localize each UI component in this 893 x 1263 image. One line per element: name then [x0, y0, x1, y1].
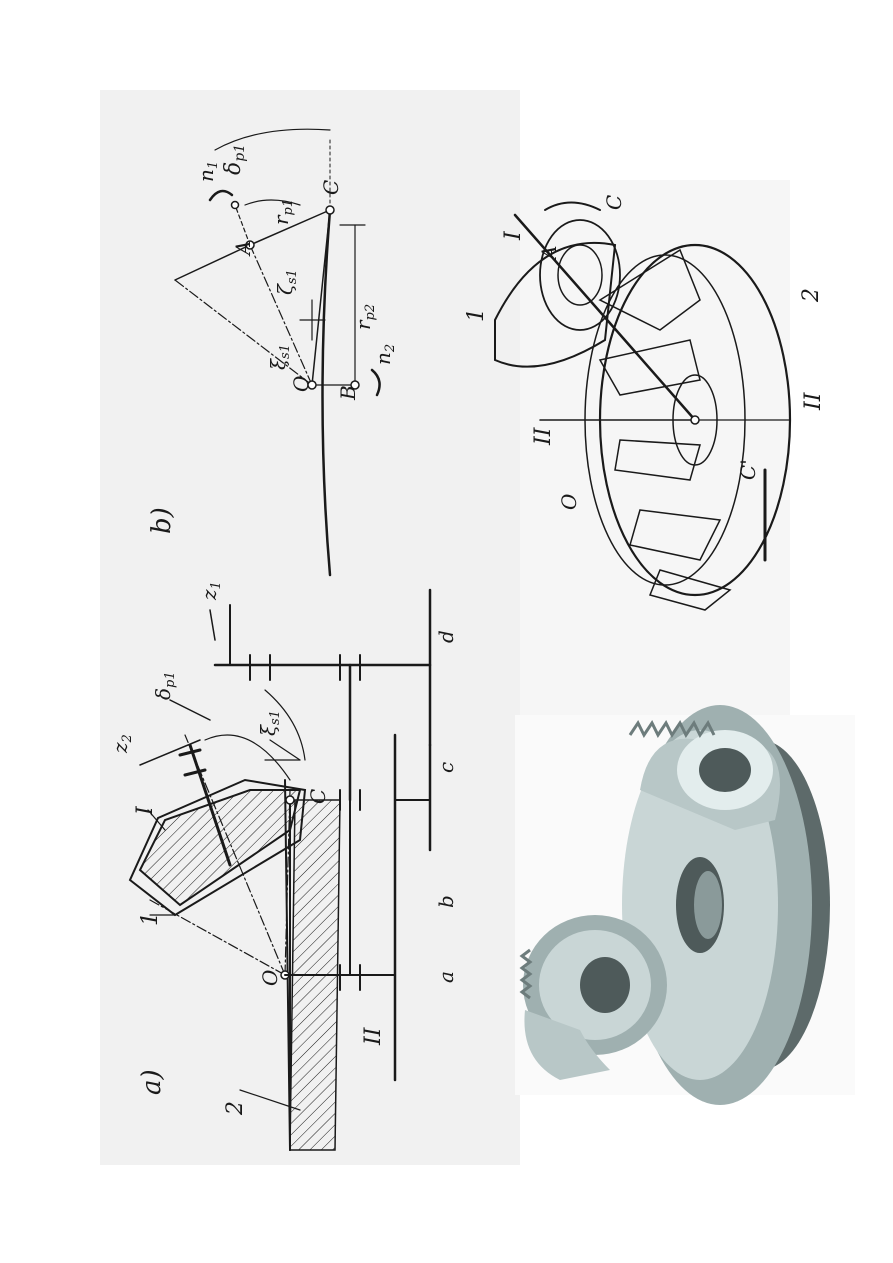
panel-b-label-rp2: rp2	[351, 304, 378, 330]
panel-a-tag: a)	[137, 1069, 167, 1095]
lower-pinion-teeth	[519, 948, 533, 1000]
panel-b-tag: b)	[147, 507, 177, 534]
point-b-marker	[350, 380, 360, 390]
panel-c-label-c-prime: C'	[736, 459, 760, 480]
panel-a-label-bearing-c: c	[434, 762, 458, 773]
panel-a-label-z1: z1	[197, 581, 224, 601]
panel-b-label-o: O	[289, 376, 313, 392]
panel-b-label-rp1: rp1	[269, 199, 296, 225]
panel-a-diagram	[128, 588, 432, 1151]
panel-a-label-bearing-d: d	[434, 630, 458, 643]
point-c-marker	[325, 205, 335, 215]
panel-b-label-b: B	[336, 385, 360, 401]
panel-c-label-gear2: 2	[799, 288, 824, 303]
panel-c-label-a: A	[537, 246, 561, 262]
panel-a-label-xi: ξs1	[256, 710, 283, 736]
panel-b-label-xi: ξs1	[266, 344, 293, 370]
point-o-marker	[307, 380, 317, 390]
large-gear-hole-inner	[694, 871, 722, 939]
panel-b-label-c: C	[319, 180, 343, 195]
panel-c-label-axis2-bottom: II	[801, 391, 826, 411]
panel-b-label-n1: n1	[194, 161, 221, 182]
panel-c-label-axis2-top: II	[531, 426, 556, 446]
panel-a-label-o: O	[258, 970, 282, 986]
point-o-marker	[690, 415, 700, 425]
panel-a-label-bearing-b: b	[434, 895, 458, 908]
panel-a-label-gear2: 2	[223, 1101, 248, 1116]
point-c-marker	[285, 795, 295, 805]
panel-a-label-axis2: II	[361, 1026, 386, 1046]
panel-b-diagram	[174, 128, 381, 577]
panel-a-label-bearing-a: a	[434, 971, 458, 983]
panel-c-sketch	[494, 201, 792, 611]
panel-b-label-a: A	[231, 241, 255, 257]
panel-a-label-delta: δp1	[151, 671, 178, 700]
point-a-marker	[245, 240, 255, 250]
panel-a-label-c: C	[306, 789, 330, 804]
panel-d-3d-gears	[519, 705, 830, 1105]
panel-a-label-z2: z2	[108, 734, 135, 754]
panel-c-label-axis1: I	[501, 230, 526, 241]
point-n1-marker	[230, 200, 240, 210]
panel-b-label-n2: n2	[371, 344, 398, 365]
panel-c-label-o: O	[557, 494, 581, 510]
panel-c-label-gear1: 1	[464, 308, 489, 322]
panel-b-label-delta: δp1	[221, 144, 248, 175]
lower-pinion-bore	[580, 957, 630, 1013]
lower-pinion-hub	[524, 1010, 610, 1080]
panel-b-label-zeta: ζs1	[273, 269, 300, 295]
panel-a-label-axis1: I	[133, 805, 158, 816]
upper-pinion-bore	[699, 748, 751, 792]
panel-a-label-gear1: 1	[138, 912, 163, 926]
panel-c-label-c: C	[602, 195, 626, 210]
large-gear-teeth	[628, 720, 716, 738]
